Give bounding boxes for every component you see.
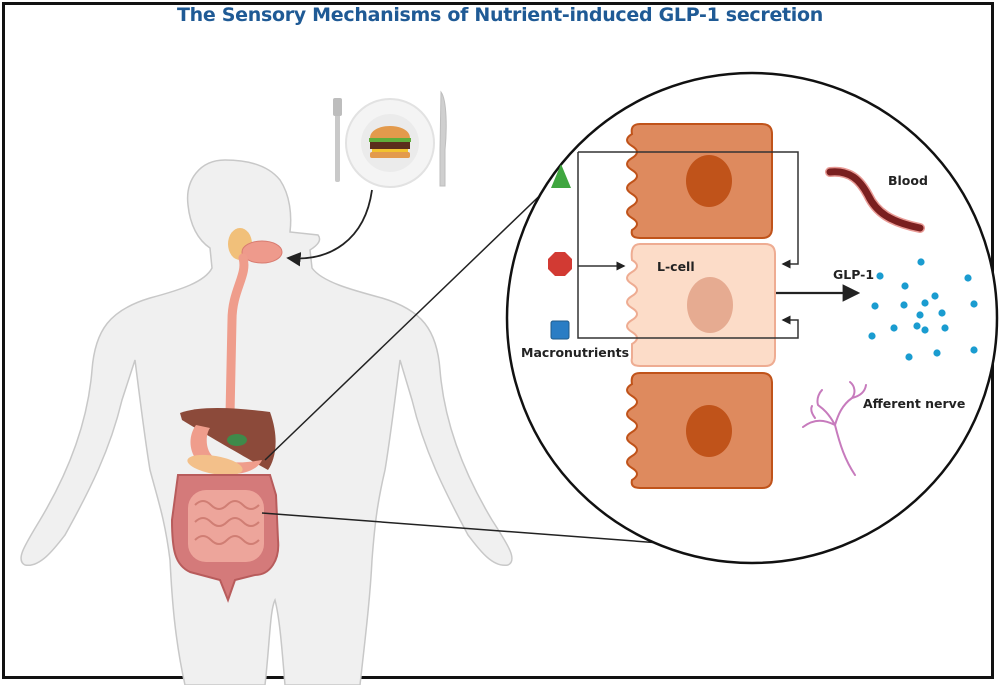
l-cell-label: L-cell xyxy=(657,259,695,274)
pancreas xyxy=(187,454,243,476)
blue-square-icon xyxy=(550,320,570,340)
small-intestine xyxy=(188,490,264,562)
enterocyte-top xyxy=(626,123,773,239)
glp1-molecules xyxy=(868,258,978,361)
glp1-molecule xyxy=(933,349,941,357)
l-cell-nucleus xyxy=(687,277,733,333)
burger-bun-bottom xyxy=(370,152,410,158)
enterocyte-bottom xyxy=(626,372,773,489)
glp1-molecule xyxy=(871,302,879,310)
mouth-cavity xyxy=(241,240,283,264)
burger-icon xyxy=(370,126,410,138)
glp1-molecule xyxy=(921,326,929,334)
magnified-content xyxy=(548,123,978,489)
burger-cheese xyxy=(372,149,408,152)
gallbladder xyxy=(227,434,247,446)
nucleus xyxy=(686,155,732,207)
glp1-molecule xyxy=(890,324,898,332)
green-triangle-icon xyxy=(551,164,571,188)
glp1-molecule xyxy=(917,258,925,266)
glp1-molecule xyxy=(868,332,876,340)
glp1-molecule xyxy=(931,292,939,300)
l-cell xyxy=(626,243,776,367)
afferent-nerve-icon xyxy=(802,381,867,476)
glp1-molecule xyxy=(900,301,908,309)
blood-label: Blood xyxy=(888,173,928,188)
glp1-label: GLP-1 xyxy=(833,267,874,282)
glp1-molecule xyxy=(938,309,946,317)
glp1-molecule xyxy=(916,311,924,319)
burger-lettuce xyxy=(369,138,411,142)
meal-plate xyxy=(333,90,447,188)
knife-icon xyxy=(439,90,447,187)
zoom-line-lower xyxy=(261,512,701,547)
glp1-molecule xyxy=(941,324,949,332)
glp1-molecule xyxy=(964,274,972,282)
fork-tines xyxy=(333,98,342,116)
glp1-molecule xyxy=(921,299,929,307)
burger-patty xyxy=(370,142,410,149)
macronutrients-label: Macronutrients xyxy=(521,345,629,360)
ingestion-arrow xyxy=(286,189,373,267)
glp1-molecule xyxy=(970,346,978,354)
blood-vessel-core xyxy=(826,168,924,232)
glp1-molecule xyxy=(876,272,884,280)
afferent-nerve-label: Afferent nerve xyxy=(863,396,965,411)
glp1-molecule xyxy=(901,282,909,290)
signal-loop-line xyxy=(578,151,799,269)
signal-loop-line xyxy=(577,152,799,339)
red-octagon-icon xyxy=(548,252,572,276)
nucleus xyxy=(686,405,732,457)
figure-title: The Sensory Mechanisms of Nutrient-induc… xyxy=(176,4,824,26)
human-body xyxy=(20,159,513,685)
glp1-molecule xyxy=(970,300,978,308)
glp1-molecule xyxy=(905,353,913,361)
intestine-folds xyxy=(194,500,260,545)
zoom-line-upper xyxy=(264,179,557,461)
glp1-molecule xyxy=(913,322,921,330)
fork-icon xyxy=(335,100,340,182)
esophagus xyxy=(225,253,249,420)
